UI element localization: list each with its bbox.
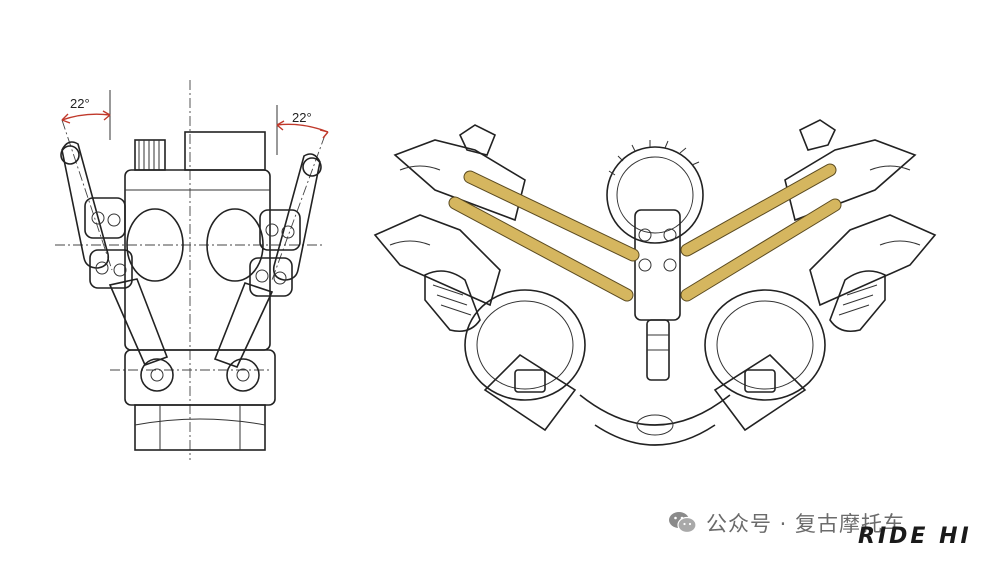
valve-angle-drawing: 22° 22° [55,80,329,460]
left-valve-assembly [60,119,169,367]
watermark: 公众号 · 复古摩托车 [668,506,905,540]
watermark-text: 公众号 · 复古摩托车 [706,512,906,536]
ride-hi-logo: RIDE HI [858,524,972,549]
valvetrain-illustration [373,119,937,446]
left-cylinder [373,124,586,432]
right-valve-assembly [213,134,326,369]
left-angle-label: 22° [70,96,90,111]
right-cylinder [704,119,937,432]
right-angle-label: 22° [292,110,312,125]
pushrods [448,163,842,302]
wechat-icon [669,512,697,534]
